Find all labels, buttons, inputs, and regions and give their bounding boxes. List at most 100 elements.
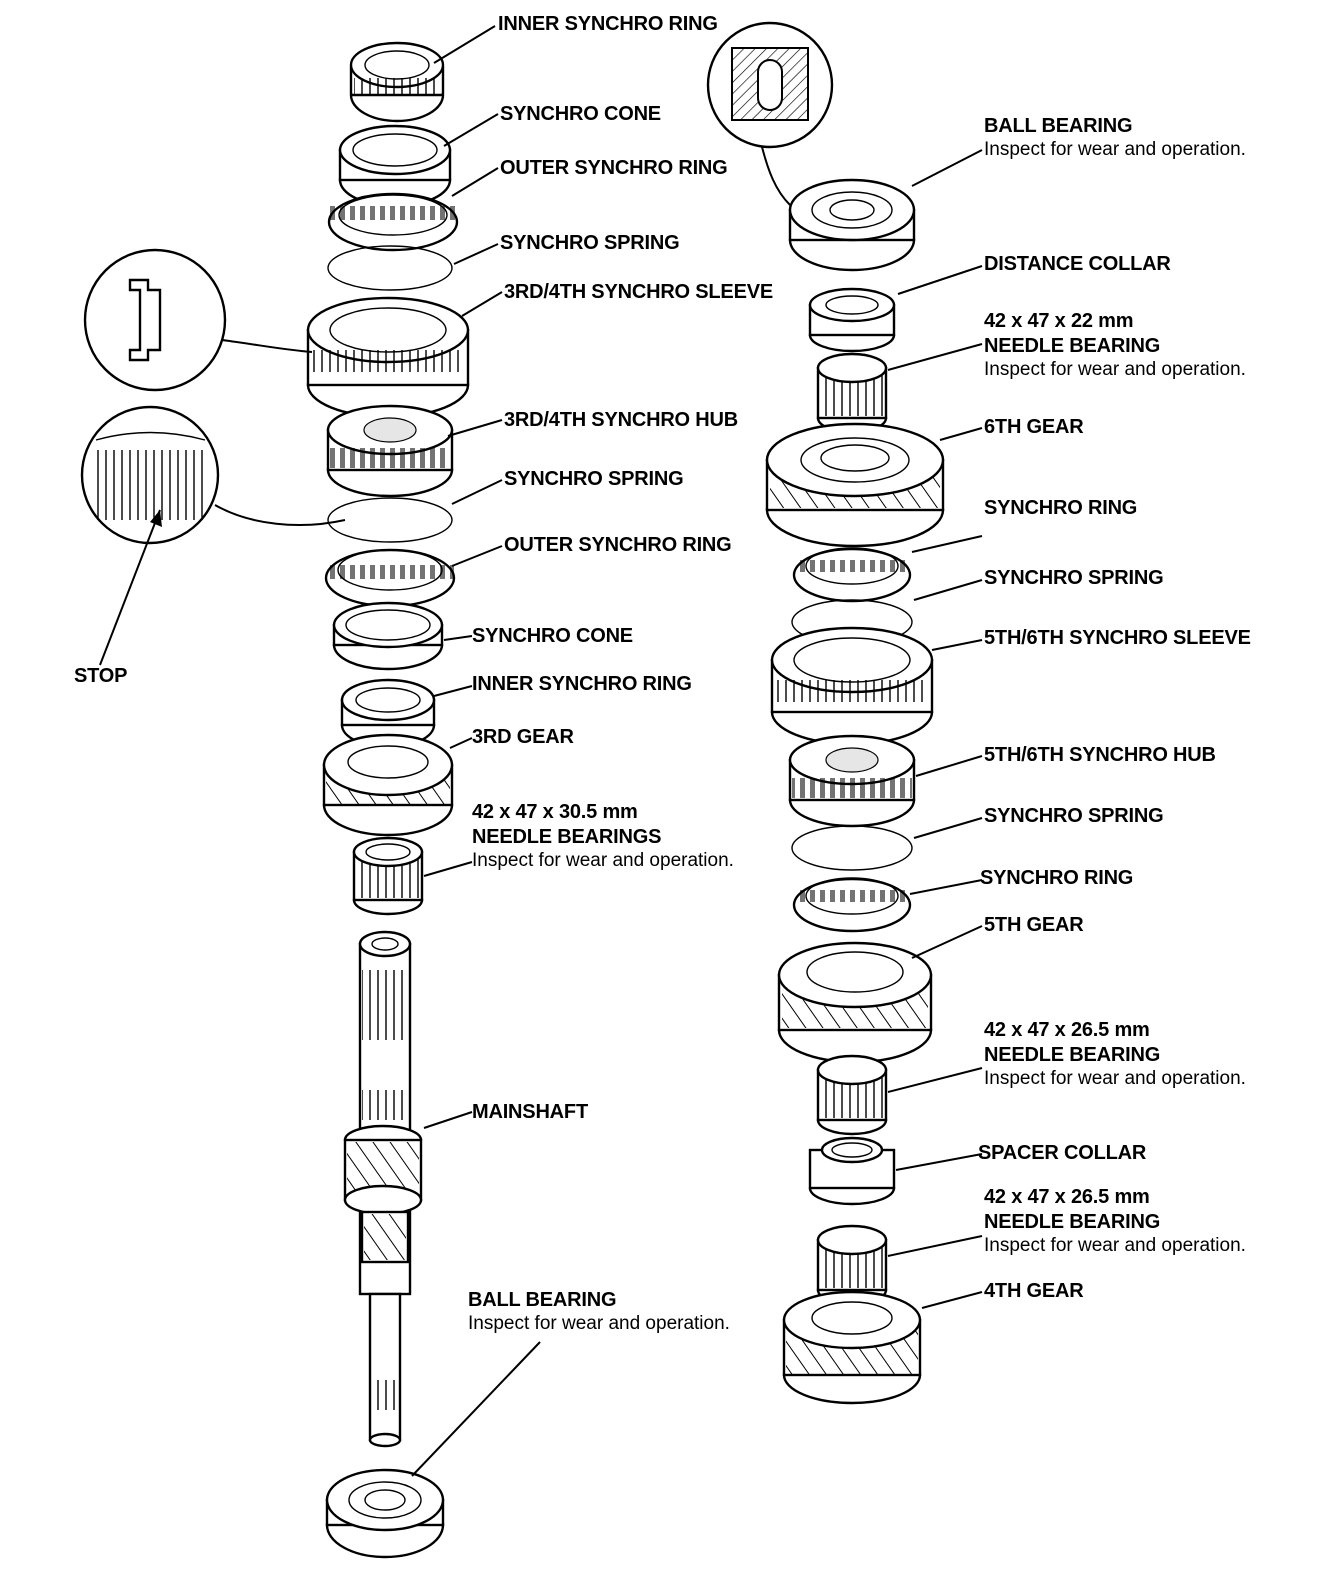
label-text: SPACER COLLAR (978, 1142, 1147, 1164)
label-note: Inspect for wear and operation. (984, 359, 1246, 380)
label-size: 42 x 47 x 30.5 mm (472, 801, 638, 823)
label-text: 5TH/6TH SYNCHRO SLEEVE (984, 627, 1251, 649)
ball-bearing-bottom-part (325, 1468, 445, 1559)
label-text: 3RD GEAR (472, 726, 574, 748)
needle-bearing-265a-part (816, 1054, 888, 1136)
label-synchro-hub-34: 3RD/4TH SYNCHRO HUB (504, 410, 738, 431)
synchro-spring-bottom-part (327, 497, 453, 543)
label-ball-bearing-top: BALL BEARING Inspect for wear and operat… (984, 116, 1246, 160)
synchro-ring-top-part (792, 547, 912, 603)
label-spacer-collar: SPACER COLLAR (978, 1143, 1146, 1164)
label-size: 42 x 47 x 22 mm (984, 310, 1134, 332)
label-needle-bearing-265a: 42 x 47 x 26.5 mm NEEDLE BEARING Inspect… (984, 1020, 1246, 1089)
label-synchro-ring-bottom: SYNCHRO RING (980, 868, 1133, 889)
third-gear-part (322, 733, 454, 837)
distance-collar-part (808, 287, 896, 353)
label-text: SYNCHRO CONE (472, 625, 633, 647)
label-text: NEEDLE BEARING (984, 335, 1161, 357)
label-text: DISTANCE COLLAR (984, 253, 1171, 275)
label-text: 3RD/4TH SYNCHRO HUB (504, 409, 739, 431)
label-text: NEEDLE BEARING (984, 1211, 1161, 1233)
label-synchro-cone-bottom: SYNCHRO CONE (472, 626, 633, 647)
label-needle-bearings-left: 42 x 47 x 30.5 mm NEEDLE BEARINGS Inspec… (472, 802, 734, 871)
label-text: SYNCHRO RING (980, 867, 1134, 889)
right-leader-lines (887, 149, 983, 1309)
label-text: 6TH GEAR (984, 416, 1084, 438)
label-synchro-sleeve-56: 5TH/6TH SYNCHRO SLEEVE (984, 628, 1251, 649)
needle-bearing-left-part (352, 836, 424, 916)
label-text: SYNCHRO SPRING (984, 805, 1164, 827)
label-stop: STOP (74, 666, 127, 687)
label-text: NEEDLE BEARINGS (472, 826, 662, 848)
synchro-cone-top-part (338, 124, 452, 208)
label-note: Inspect for wear and operation. (984, 1068, 1246, 1089)
label-text: SYNCHRO SPRING (500, 232, 680, 254)
label-size: 42 x 47 x 26.5 mm (984, 1019, 1150, 1041)
label-note: Inspect for wear and operation. (472, 850, 734, 871)
spacer-collar-part (808, 1136, 896, 1206)
label-text: OUTER SYNCHRO RING (500, 157, 728, 179)
label-third-gear: 3RD GEAR (472, 727, 574, 748)
label-text: 3RD/4TH SYNCHRO SLEEVE (504, 281, 773, 303)
synchro-spring-right-bottom-part (791, 825, 913, 871)
fifth-gear-part (777, 941, 933, 1064)
ball-bearing-top-part (788, 178, 916, 272)
label-text: SYNCHRO RING (984, 497, 1138, 519)
label-text: SYNCHRO CONE (500, 103, 661, 125)
synchro-hub-56-part (788, 734, 916, 828)
label-size: 42 x 47 x 26.5 mm (984, 1186, 1150, 1208)
label-text: 5TH/6TH SYNCHRO HUB (984, 744, 1216, 766)
label-synchro-sleeve-34: 3RD/4TH SYNCHRO SLEEVE (504, 282, 773, 303)
synchro-hub-34-part (326, 404, 454, 498)
label-synchro-cone-top: SYNCHRO CONE (500, 104, 661, 125)
label-note: Inspect for wear and operation. (984, 1235, 1246, 1256)
label-needle-bearing-22: 42 x 47 x 22 mm NEEDLE BEARING Inspect f… (984, 311, 1246, 380)
label-text: 5TH GEAR (984, 914, 1084, 936)
label-text: STOP (74, 665, 128, 687)
fourth-gear-part (782, 1290, 922, 1405)
outer-synchro-ring-bottom-part (324, 548, 456, 608)
stop-detail-circle-bottom (80, 405, 220, 545)
synchro-ring-bottom-part (792, 877, 912, 933)
inner-synchro-ring-top-part (349, 41, 445, 123)
label-note: Inspect for wear and operation. (984, 139, 1246, 160)
label-needle-bearing-265b: 42 x 47 x 26.5 mm NEEDLE BEARING Inspect… (984, 1187, 1246, 1256)
mainshaft-part (343, 930, 423, 1448)
label-synchro-ring-top: SYNCHRO RING (984, 498, 1137, 519)
label-outer-synchro-ring-top: OUTER SYNCHRO RING (500, 158, 728, 179)
label-fourth-gear: 4TH GEAR (984, 1281, 1084, 1302)
label-outer-synchro-ring-bottom: OUTER SYNCHRO RING (504, 535, 732, 556)
label-inner-synchro-ring-bottom: INNER SYNCHRO RING (472, 674, 692, 695)
label-text: NEEDLE BEARING (984, 1044, 1161, 1066)
needle-bearing-22-part (816, 352, 888, 434)
label-sixth-gear: 6TH GEAR (984, 417, 1084, 438)
synchro-spring-top-part (327, 245, 453, 291)
left-leader-lines (411, 25, 541, 1477)
label-text: BALL BEARING (984, 115, 1133, 137)
label-distance-collar: DISTANCE COLLAR (984, 254, 1171, 275)
label-text: OUTER SYNCHRO RING (504, 534, 732, 556)
label-fifth-gear: 5TH GEAR (984, 915, 1084, 936)
label-text: 4TH GEAR (984, 1280, 1084, 1302)
left-parts-stack (306, 41, 470, 1559)
label-synchro-spring-right-top: SYNCHRO SPRING (984, 567, 1164, 589)
bearing-detail-circle (706, 21, 834, 149)
label-synchro-spring-right-bottom: SYNCHRO SPRING (984, 805, 1164, 827)
right-parts-stack (706, 21, 945, 1405)
label-note: Inspect for wear and operation. (468, 1313, 730, 1334)
label-inner-synchro-ring-top: INNER SYNCHRO RING (498, 14, 718, 35)
label-text: INNER SYNCHRO RING (472, 673, 692, 695)
label-text: SYNCHRO SPRING (984, 567, 1164, 589)
label-synchro-hub-56: 5TH/6TH SYNCHRO HUB (984, 745, 1216, 766)
synchro-sleeve-56-part (770, 626, 934, 746)
label-mainshaft: MAINSHAFT (472, 1102, 588, 1123)
synchro-cone-bottom-part (332, 601, 444, 671)
label-text: SYNCHRO SPRING (504, 468, 684, 490)
label-text: BALL BEARING (468, 1289, 617, 1311)
label-synchro-spring-bottom: SYNCHRO SPRING (504, 468, 684, 490)
label-text: INNER SYNCHRO RING (498, 13, 718, 35)
label-synchro-spring-top: SYNCHRO SPRING (500, 232, 680, 254)
synchro-sleeve-34-part (306, 296, 470, 419)
sixth-gear-part (765, 422, 945, 548)
